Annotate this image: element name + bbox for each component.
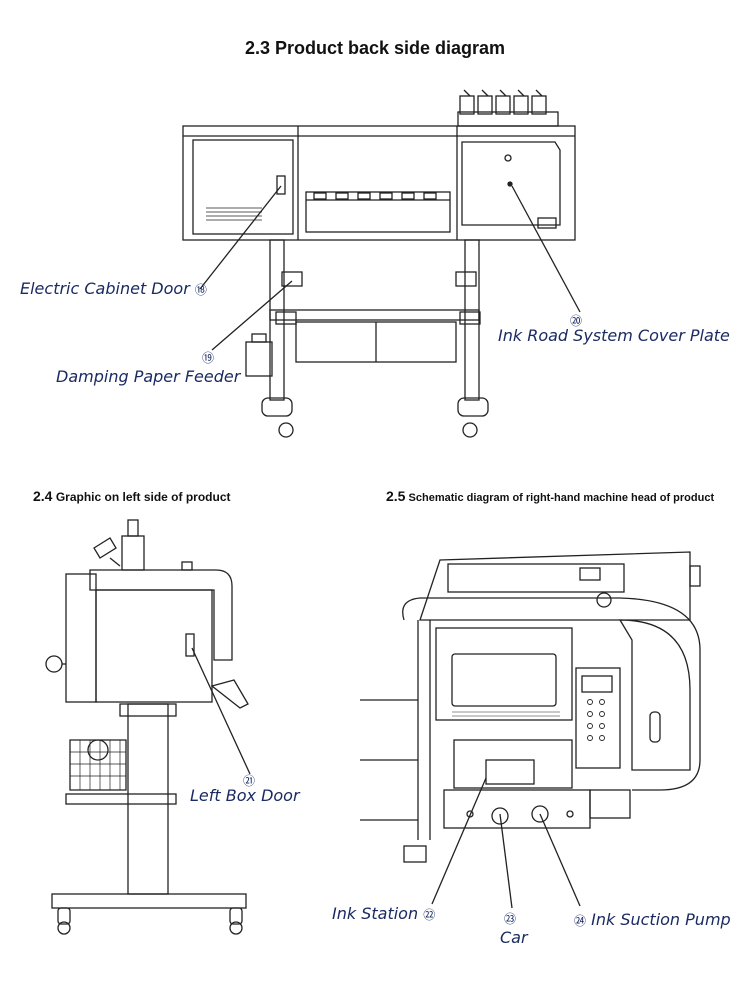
leader-18 (199, 185, 282, 290)
callout-24-number: ㉔ (574, 914, 587, 928)
callout-24-label: Ink Suction Pump (591, 910, 731, 929)
support-column (127, 703, 169, 895)
callout-left-box-door: Left Box Door (190, 786, 300, 805)
ink-bottle-rack (457, 89, 559, 127)
control-panel-display (581, 675, 613, 693)
callout-21-number: ㉑ (243, 774, 256, 788)
printer-body-outline (182, 125, 576, 241)
car (485, 759, 535, 785)
leader-23 (499, 813, 513, 909)
head-clamps (313, 192, 437, 200)
leader-20 (511, 185, 581, 313)
callout-22-label: Ink Station (332, 904, 419, 923)
callout-20-number-wrap: ⑳ (570, 310, 582, 329)
callout-ink-suction-pump: ㉔ Ink Suction Pump (574, 910, 731, 929)
leader-22 (431, 777, 487, 905)
callout-23-label: Car (500, 928, 528, 947)
cabinet-vent-slots (206, 207, 262, 221)
callout-21-label: Left Box Door (190, 786, 300, 805)
ink-road-cover-plate (461, 141, 561, 226)
callout-19-number: ⑲ (202, 351, 215, 365)
callout-18-number: ⑱ (194, 283, 207, 297)
left-side-view (45, 519, 251, 935)
leader-19 (211, 280, 293, 351)
leader-21 (191, 647, 251, 775)
top-cover-panel (447, 563, 625, 593)
cabinet-door-handle (276, 175, 286, 195)
back-view-printer (182, 89, 581, 438)
callout-18-label: Electric Cabinet Door (20, 279, 190, 298)
wire-basket (69, 739, 127, 791)
ink-station (443, 789, 591, 829)
left-panel (65, 573, 97, 703)
callout-19-label: Damping Paper Feeder (56, 367, 241, 386)
head-cover (435, 627, 573, 721)
callout-damping-paper-feeder: Damping Paper Feeder (56, 367, 240, 386)
callout-20-number: ⑳ (570, 314, 583, 328)
callout-22-number: ㉒ (423, 908, 436, 922)
section-2-4-text: Graphic on left side of product (55, 490, 231, 504)
callout-electric-cabinet-door: Electric Cabinet Door ⑱ (20, 279, 207, 298)
section-2-4-title: 2.4 Graphic on left side of product (33, 488, 231, 504)
section-2-5-number: 2.5 (386, 488, 406, 504)
carriage (453, 739, 573, 789)
print-carriage-area (305, 191, 451, 233)
callout-ink-road-system-cover-plate: Ink Road System Cover Plate (498, 326, 730, 345)
leader-24 (539, 813, 581, 907)
ink-bottle (121, 535, 145, 571)
section-2-5-text: Schematic diagram of right-hand machine … (408, 492, 715, 504)
right-head-view (360, 551, 701, 909)
control-panel (575, 667, 621, 769)
callout-21-number-wrap: ㉑ (243, 770, 255, 789)
ink-suction-pump (531, 805, 549, 823)
head-cover-vents (452, 711, 560, 717)
side-knob (45, 655, 63, 673)
callout-19-number-wrap: ⑲ (202, 347, 214, 366)
head-cover-window (451, 653, 557, 707)
callout-ink-station: Ink Station ㉒ (332, 904, 435, 923)
left-box-door-handle (185, 633, 195, 657)
callout-car: Car (500, 928, 528, 947)
callout-23-number-wrap: ㉓ (504, 908, 516, 927)
printer-stand (245, 239, 489, 438)
control-panel-buttons (587, 699, 605, 741)
left-box-door (95, 589, 213, 703)
emergency-stop (596, 592, 612, 608)
section-2-4-number: 2.4 (33, 488, 53, 504)
stand-base (51, 893, 247, 909)
section-2-3-title: 2.3 Product back side diagram (244, 38, 506, 58)
callout-23-number: ㉓ (504, 912, 517, 926)
section-2-5-title: 2.5 Schematic diagram of right-hand mach… (386, 488, 714, 504)
callout-20-label: Ink Road System Cover Plate (498, 326, 730, 345)
